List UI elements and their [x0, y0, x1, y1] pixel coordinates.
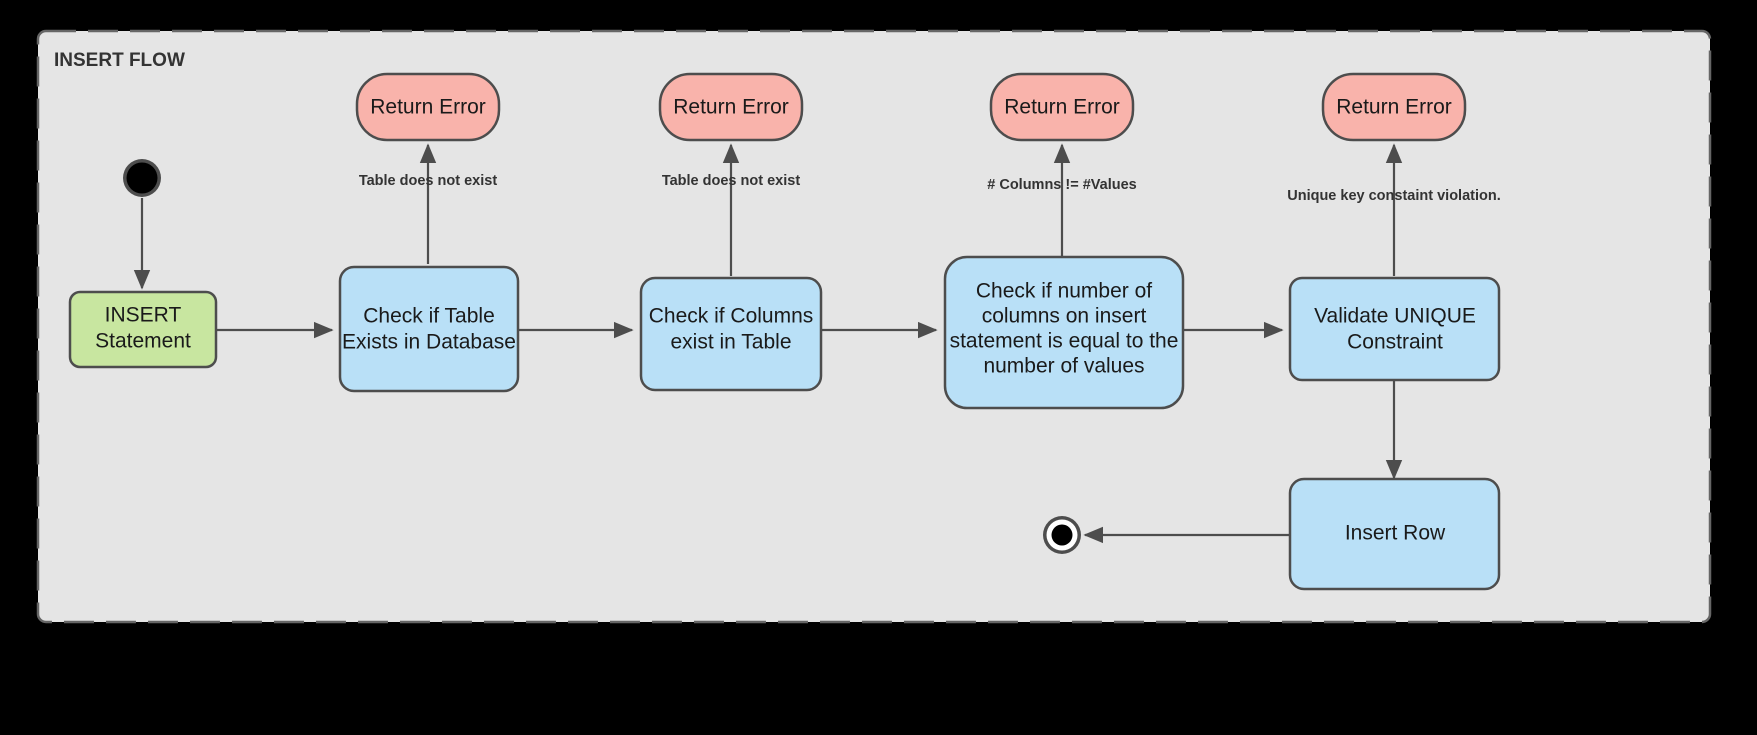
initial-state-icon [126, 162, 158, 194]
node-validate-unique-constraint[interactable]: Validate UNIQUE Constraint [1288, 276, 1501, 382]
edge-label-column-count-mismatch: # Columns != #Values [987, 177, 1137, 193]
node-check-column-count-line1: Check if number of [976, 280, 1152, 303]
node-return-error-4-label: Return Error [1336, 96, 1452, 119]
node-check-column-count[interactable]: Check if number of columns on insert sta… [943, 255, 1185, 410]
node-check-column-count-line3: statement is equal to the [950, 330, 1179, 353]
node-return-error-4[interactable]: Return Error [1321, 72, 1467, 142]
node-validate-unique-line2: Constraint [1347, 331, 1443, 354]
node-insert-row-label: Insert Row [1345, 522, 1446, 545]
node-insert-statement[interactable]: INSERT Statement [68, 290, 218, 369]
node-check-columns-exist[interactable]: Check if Columns exist in Table [639, 276, 823, 392]
node-return-error-1-label: Return Error [370, 96, 486, 119]
node-check-columns-exist-line1: Check if Columns [649, 305, 814, 328]
node-check-columns-exist-line2: exist in Table [670, 331, 791, 354]
node-return-error-2-label: Return Error [673, 96, 789, 119]
edge-label-table-not-exist-2: Table does not exist [662, 173, 800, 189]
node-check-column-count-line2: columns on insert [982, 305, 1147, 328]
node-return-error-3-label: Return Error [1004, 96, 1120, 119]
node-validate-unique-line1: Validate UNIQUE [1314, 305, 1476, 328]
edge-label-unique-violation: Unique key constaint violation. [1287, 188, 1501, 204]
node-return-error-1[interactable]: Return Error [355, 72, 501, 142]
final-state-marker [1043, 516, 1081, 554]
node-insert-statement-line2: Statement [95, 330, 191, 353]
node-check-table-exists-line1: Check if Table [363, 305, 495, 328]
edge-label-table-not-exist-1: Table does not exist [359, 173, 497, 189]
node-insert-statement-line1: INSERT [105, 304, 182, 327]
insert-flow-frame [36, 29, 1712, 624]
node-check-table-exists-line2: Exists in Database [342, 331, 516, 354]
frame-title: INSERT FLOW [54, 50, 185, 71]
final-state-icon [1051, 524, 1073, 546]
node-insert-row[interactable]: Insert Row [1288, 477, 1501, 591]
node-return-error-2[interactable]: Return Error [658, 72, 804, 142]
node-check-column-count-line4: number of values [983, 355, 1144, 378]
node-check-table-exists[interactable]: Check if Table Exists in Database [338, 265, 520, 393]
initial-state-marker [123, 159, 161, 197]
node-return-error-3[interactable]: Return Error [989, 72, 1135, 142]
